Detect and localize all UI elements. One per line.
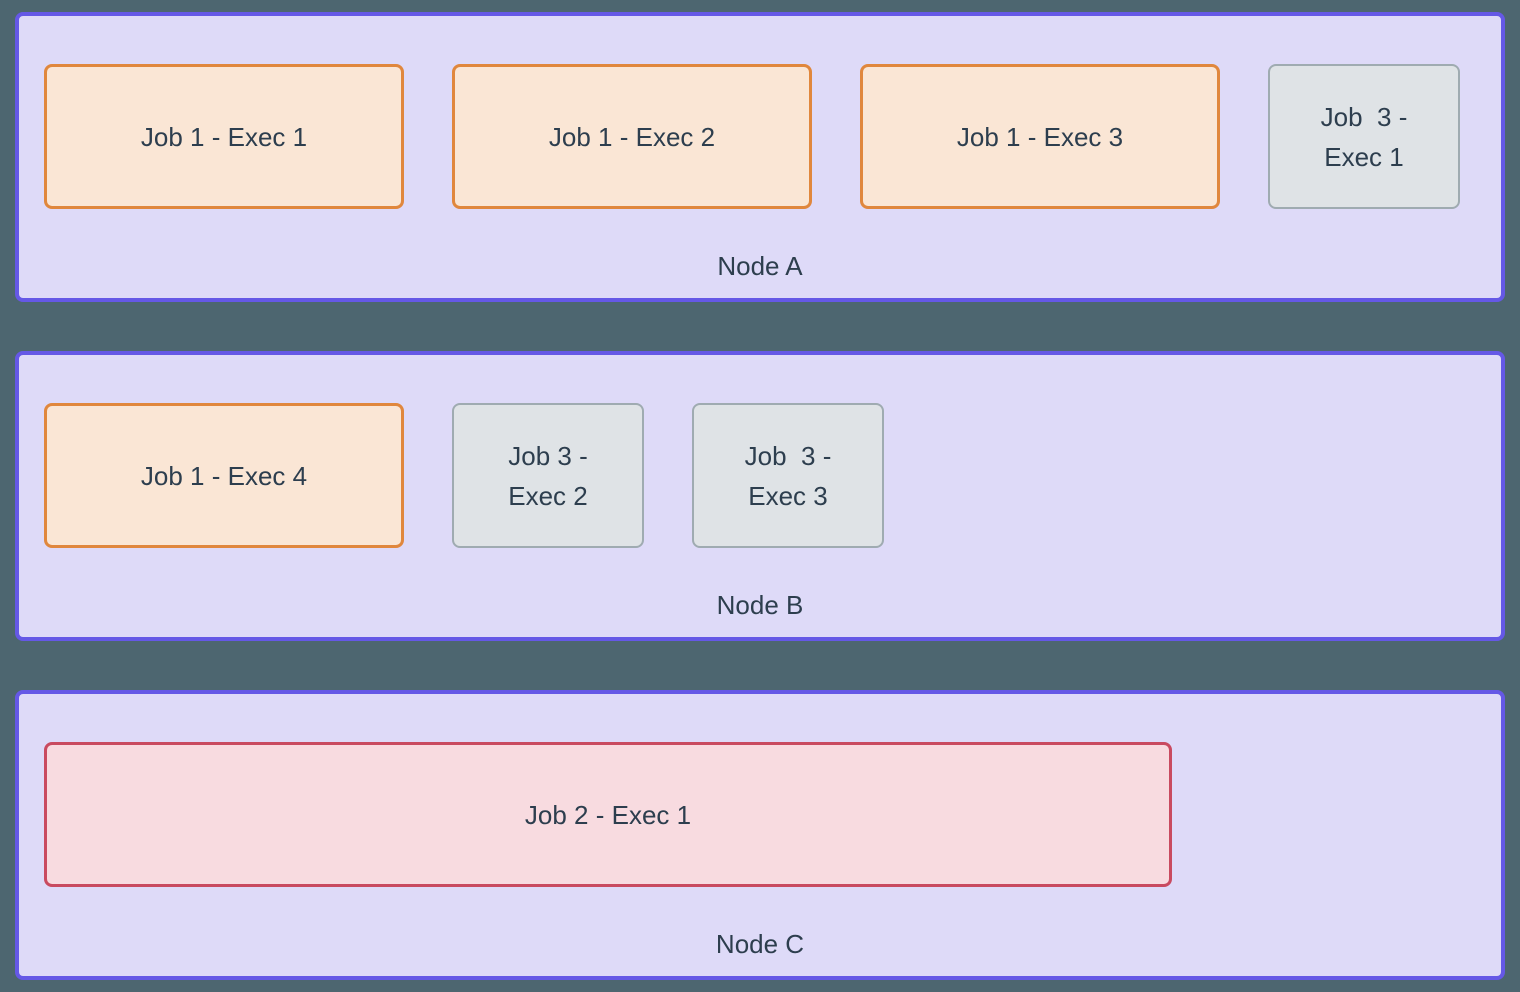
executor-label: Job 1 - Exec 2 [548, 121, 716, 152]
node-b-container: Job 1 - Exec 4 Job 3 - Exec 2 Job 3 - Ex… [15, 351, 1505, 641]
node-b-executors: Job 1 - Exec 4 Job 3 - Exec 2 Job 3 - Ex… [19, 355, 1501, 548]
executor-label: Job 1 - Exec 4 [140, 460, 308, 491]
node-b-label: Node B [716, 590, 804, 620]
executor-box-job3-exec1: Job 3 - Exec 1 [1268, 64, 1460, 209]
executor-label: Job 3 - Exec 3 [744, 440, 832, 511]
executor-label: Job 1 - Exec 3 [956, 121, 1124, 152]
executor-box-job1-exec2: Job 1 - Exec 2 [452, 64, 812, 209]
executor-box-job1-exec4: Job 1 - Exec 4 [44, 403, 404, 548]
node-a-container: Job 1 - Exec 1 Job 1 - Exec 2 Job 1 - Ex… [15, 12, 1505, 302]
node-c-container: Job 2 - Exec 1 Node C [15, 690, 1505, 980]
executor-label: Job 3 - Exec 1 [1320, 101, 1408, 172]
executor-box-job3-exec3: Job 3 - Exec 3 [692, 403, 884, 548]
executor-box-job1-exec1: Job 1 - Exec 1 [44, 64, 404, 209]
executor-box-job1-exec3: Job 1 - Exec 3 [860, 64, 1220, 209]
executor-box-job2-exec1: Job 2 - Exec 1 [44, 742, 1172, 887]
executor-box-job3-exec2: Job 3 - Exec 2 [452, 403, 644, 548]
executor-label: Job 2 - Exec 1 [524, 799, 692, 830]
executor-label: Job 3 - Exec 2 [508, 440, 588, 511]
node-a-label: Node A [717, 251, 803, 281]
executor-label: Job 1 - Exec 1 [140, 121, 308, 152]
node-c-executors: Job 2 - Exec 1 [19, 694, 1501, 887]
node-c-label: Node C [715, 929, 805, 959]
node-a-executors: Job 1 - Exec 1 Job 1 - Exec 2 Job 1 - Ex… [19, 16, 1501, 209]
